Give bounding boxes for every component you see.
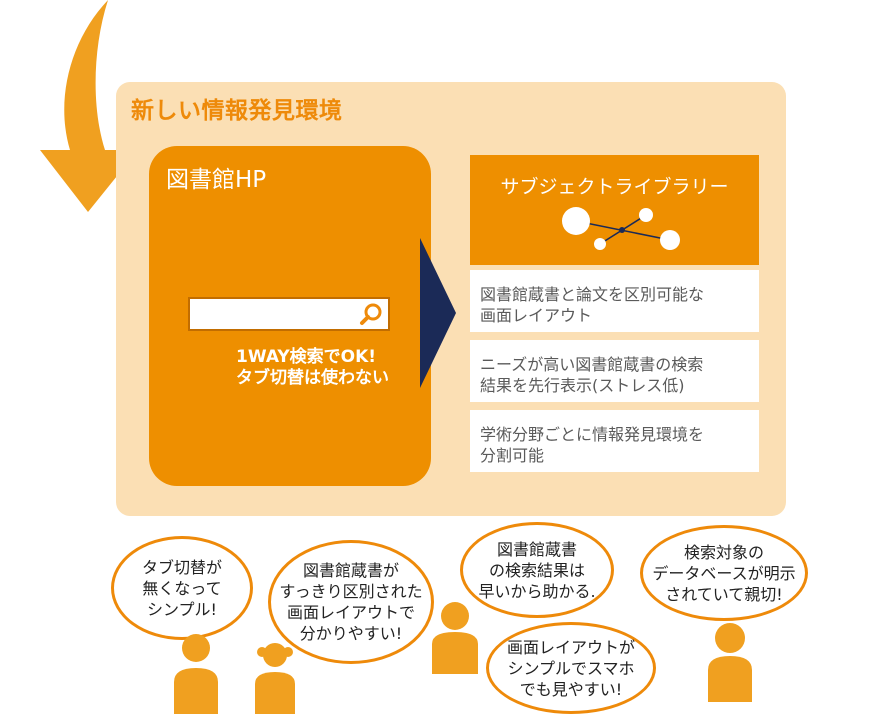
- bubble-line: 早いから助かる.: [478, 581, 596, 601]
- person-icon: [432, 602, 478, 674]
- feature-line: 結果を先行表示(ストレス低): [480, 376, 685, 395]
- bubble-line: 画面レイアウトで: [286, 603, 415, 622]
- library-hp-title: 図書館HP: [166, 167, 267, 193]
- bubble-line: シンプル!: [147, 599, 217, 619]
- network-icon: [562, 207, 680, 250]
- bubble-line: 画面レイアウトが: [506, 637, 635, 657]
- library-note-line: 1WAY検索でOK!: [236, 347, 377, 367]
- bubble-line: シンプルでスマホ: [507, 658, 635, 678]
- search-input[interactable]: [188, 297, 390, 331]
- bubble-line: 分かりやすい!: [299, 624, 403, 643]
- bubble-line: 無くなって: [142, 578, 222, 598]
- speech-bubble: 画面レイアウトが シンプルでスマホ でも見やすい!: [486, 622, 656, 714]
- search-icon[interactable]: [359, 302, 383, 326]
- feature-text: 図書館蔵書と論文を区別可能な 画面レイアウト: [480, 284, 750, 326]
- person-icon: [708, 623, 752, 702]
- bubble-line: 図書館蔵書: [496, 539, 577, 559]
- feature-line: 分割可能: [480, 446, 545, 465]
- bubble-line: でも見やすい!: [519, 679, 623, 699]
- feature-text: ニーズが高い図書館蔵書の検索 結果を先行表示(ストレス低): [480, 354, 750, 396]
- feature-line: 画面レイアウト: [480, 306, 593, 325]
- speech-bubble: 図書館蔵書 の検索結果は 早いから助かる.: [460, 522, 614, 618]
- subject-library-title: サブジェクトライブラリー: [500, 176, 729, 198]
- bubble-line: すっきり区別された: [279, 582, 423, 601]
- feature-line: 学術分野ごとに情報発見環境を: [480, 425, 705, 444]
- feature-text: 学術分野ごとに情報発見環境を 分割可能: [480, 424, 750, 466]
- feature-card: [470, 270, 759, 332]
- library-note-line: タブ切替は使わない: [236, 368, 389, 388]
- bubble-line: データベースが明示: [652, 563, 796, 583]
- feature-card: [470, 410, 759, 472]
- person-icon: [255, 643, 295, 714]
- feature-line: ニーズが高い図書館蔵書の検索: [480, 355, 704, 374]
- bubble-line: 図書館蔵書が: [302, 561, 399, 580]
- bubble-line: の検索結果は: [488, 560, 585, 580]
- bubble-line: タブ切替が: [141, 557, 222, 577]
- speech-bubble: タブ切替が 無くなって シンプル!: [111, 536, 253, 640]
- speech-bubble: 検索対象の データベースが明示 されていて親切!: [640, 525, 808, 621]
- speech-bubble: 図書館蔵書が すっきり区別された 画面レイアウトで 分かりやすい!: [268, 540, 434, 664]
- library-note: 1WAY検索でOK! タブ切替は使わない: [236, 347, 389, 389]
- bubble-line: 検索対象の: [683, 542, 764, 562]
- subject-library-header: [470, 155, 759, 265]
- person-icon: [174, 634, 218, 714]
- feature-card: [470, 340, 759, 402]
- bubble-line: されていて親切!: [665, 584, 783, 604]
- curved-arrow-icon: [40, 0, 138, 212]
- feature-line: 図書館蔵書と論文を区別可能な: [480, 285, 705, 304]
- panel-title: 新しい情報発見環境: [131, 98, 343, 124]
- triangle-arrow-icon: [420, 238, 456, 388]
